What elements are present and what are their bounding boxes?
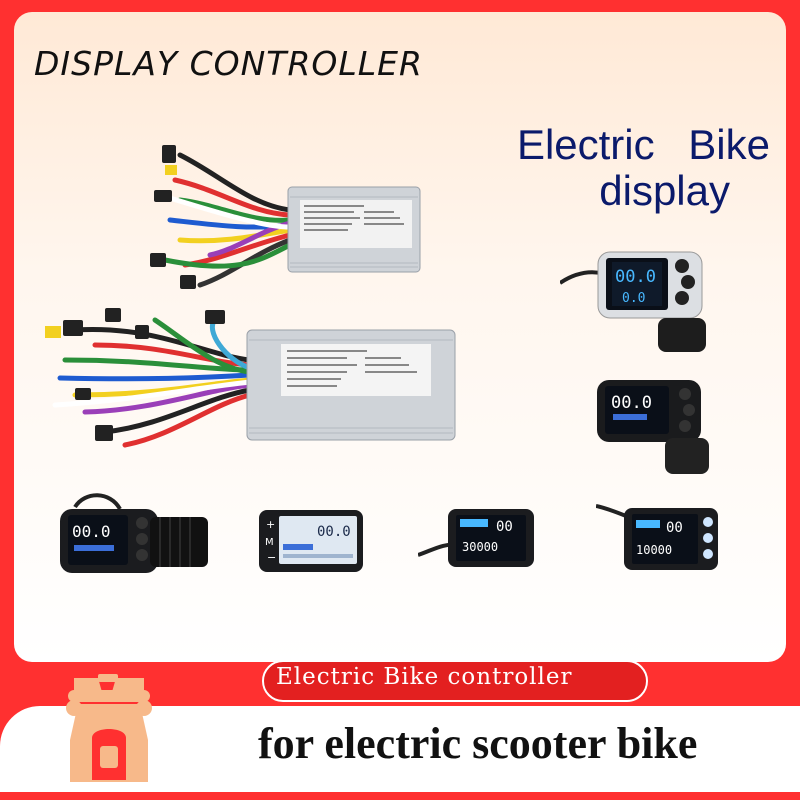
plus-icon: + <box>266 518 275 531</box>
scooter-logo-icon <box>66 674 152 782</box>
tagline: for electric scooter bike <box>258 719 698 768</box>
display-twist-grip: 00.0 <box>60 493 208 573</box>
pill-label: Electric Bike controller <box>276 664 573 690</box>
large-controller-image <box>45 308 456 448</box>
small-controller-image <box>150 145 421 289</box>
display-compact: 00 30000 <box>418 509 534 567</box>
minus-icon: − <box>267 551 276 564</box>
lcd-d-mode: M <box>265 537 274 548</box>
display-thumb-silver: 00.0 0.0 <box>560 251 706 352</box>
subtitle-line-1: Electric Bike <box>516 121 770 168</box>
display-thumb-black: 00.0 <box>597 380 709 474</box>
lcd-f-speed: 00 <box>666 520 683 536</box>
subtitle-line-2: display <box>599 167 730 214</box>
lcd-b-speed: 00.0 <box>611 393 652 413</box>
lcd-a-big: 0.0 <box>622 291 645 306</box>
lcd-c-speed: 00.0 <box>72 522 111 541</box>
lcd-e-big: 30000 <box>462 540 498 554</box>
lcd-a-speed: 00.0 <box>615 267 656 287</box>
lcd-f-big: 10000 <box>636 543 672 557</box>
lcd-d-speed: 00.0 <box>317 524 351 540</box>
subtitle: Electric Bike display <box>470 122 770 214</box>
controller-pill <box>262 660 648 702</box>
display-side-buttons: 00 10000 <box>596 504 718 570</box>
page-title: DISPLAY CONTROLLER <box>34 44 423 83</box>
lcd-e-speed: 00 <box>496 519 513 535</box>
display-rectangular: + M − 00.0 <box>259 510 363 572</box>
